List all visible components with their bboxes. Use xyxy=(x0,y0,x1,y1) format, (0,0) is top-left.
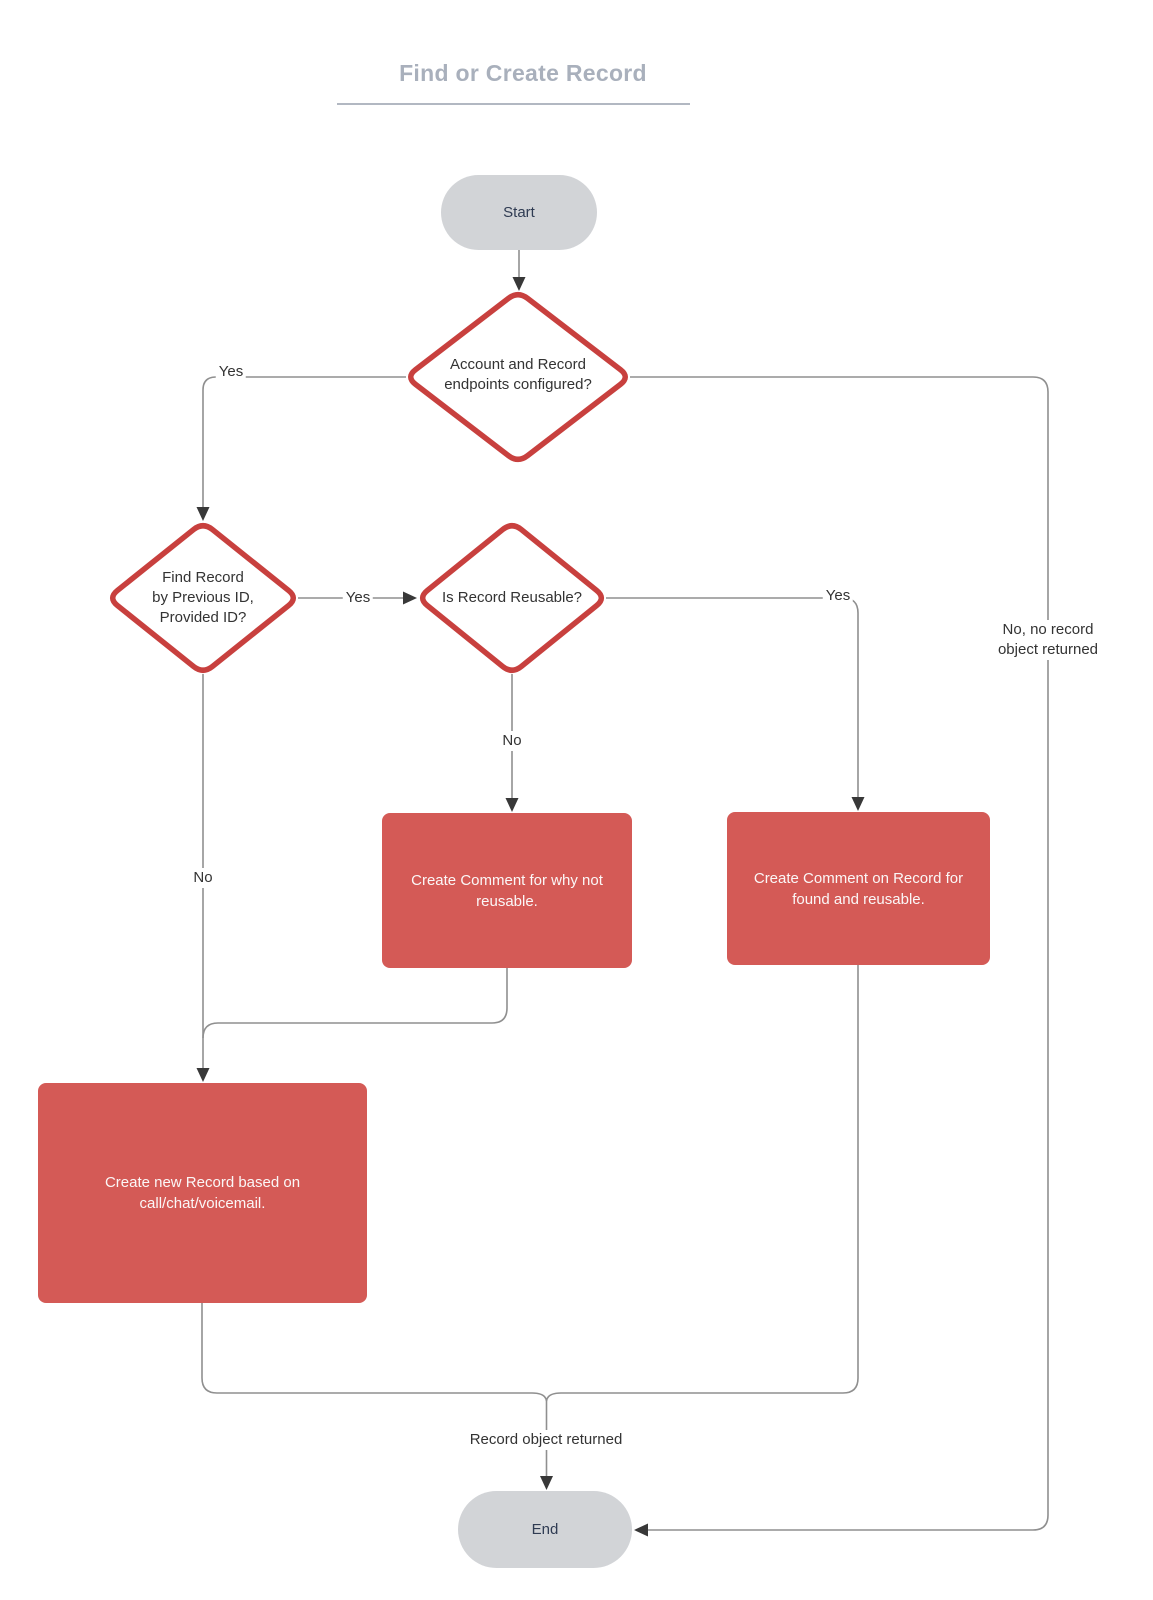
edge-endpoints-yes xyxy=(196,376,406,521)
edge-endpoints-no-to-end xyxy=(630,376,1049,1537)
line1: Create Comment on Record for xyxy=(753,869,964,887)
edge-label-record-returned: Record object returned xyxy=(466,1430,626,1450)
edge-line xyxy=(202,376,406,507)
edge-label-no-find-record: No xyxy=(190,868,216,888)
process-comment-found-reusable-text: Create Comment on Record for found and r… xyxy=(727,868,990,910)
end-node: End xyxy=(458,1491,632,1568)
arrow-down-icon xyxy=(196,1068,210,1082)
edge-notreusable-to-createrecord xyxy=(202,968,508,1039)
arrow-down-icon xyxy=(512,277,526,291)
process-create-new-record: Create new Record based on call/chat/voi… xyxy=(38,1083,367,1303)
line2: object returned xyxy=(997,641,1099,658)
edge-label-yes-reusable: Yes xyxy=(822,586,854,606)
title-underline xyxy=(337,103,690,105)
line1: Create new Record based on xyxy=(104,1174,301,1191)
process-comment-found-reusable: Create Comment on Record for found and r… xyxy=(727,812,990,965)
edge-line xyxy=(202,968,508,1039)
arrow-down-icon xyxy=(505,798,519,812)
line1: Create Comment for why not xyxy=(411,871,603,889)
edge-line xyxy=(630,376,1049,1531)
edge-line xyxy=(201,1303,548,1402)
line2: call/chat/voicemail. xyxy=(139,1195,266,1212)
arrow-down-icon xyxy=(851,797,865,811)
process-comment-not-reusable-text: Create Comment for why not reusable. xyxy=(382,870,632,912)
line2: reusable. xyxy=(476,892,538,910)
arrow-down-icon xyxy=(540,1476,553,1490)
edge-label-no-reusable: No xyxy=(499,731,525,751)
edge-line xyxy=(606,597,859,797)
edge-foundreusable-to-merge xyxy=(545,965,859,1402)
process-comment-not-reusable: Create Comment for why not reusable. xyxy=(382,813,632,968)
start-node: Start xyxy=(441,175,597,250)
decision-find-record xyxy=(109,523,297,673)
arrow-down-icon xyxy=(196,507,210,521)
edge-reusable-yes xyxy=(606,597,865,811)
line1: No, no record xyxy=(1002,621,1094,638)
edge-line xyxy=(545,965,859,1402)
process-create-new-record-text: Create new Record based on call/chat/voi… xyxy=(38,1172,367,1214)
edge-start-to-endpoints xyxy=(512,250,526,291)
page-title: Find or Create Record xyxy=(399,60,647,86)
edge-label-no-record-returned: No, no record object returned xyxy=(994,620,1102,660)
edge-createrecord-to-merge xyxy=(201,1303,548,1402)
line2: found and reusable. xyxy=(792,890,925,908)
start-label: Start xyxy=(503,204,535,221)
arrow-right-icon xyxy=(403,591,417,605)
arrow-left-icon xyxy=(634,1523,648,1537)
end-label: End xyxy=(531,1521,559,1538)
decision-endpoints-configured xyxy=(408,291,628,463)
decision-is-record-reusable xyxy=(419,523,605,673)
edge-label-yes-find-record: Yes xyxy=(342,588,374,608)
edge-label-yes-endpoints: Yes xyxy=(215,362,247,382)
